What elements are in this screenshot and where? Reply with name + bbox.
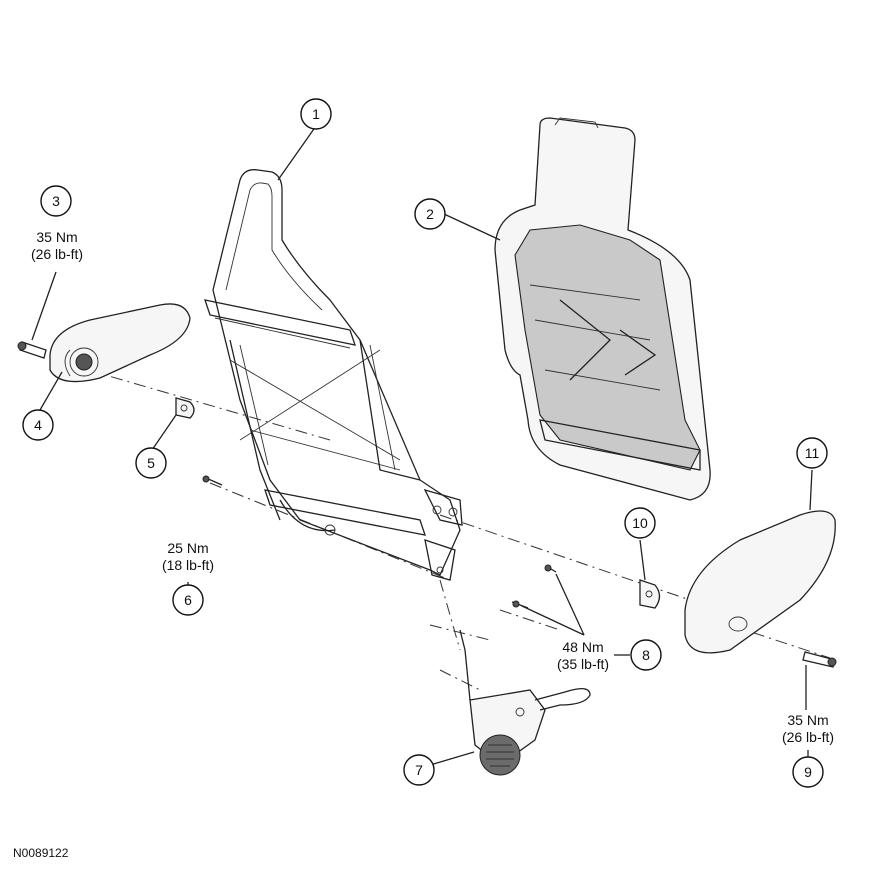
- svg-text:8: 8: [642, 647, 650, 663]
- callout-2: 2: [414, 198, 446, 230]
- callout-8: 8: [630, 639, 662, 671]
- svg-text:5: 5: [147, 455, 155, 471]
- callout-11: 11: [796, 437, 828, 469]
- recliner-bolts: [511, 564, 557, 609]
- torque-label-9: 35 Nm (26 lb-ft): [768, 712, 848, 746]
- left-bolt: [17, 341, 47, 359]
- torque-lbft: (26 lb-ft): [781, 729, 835, 745]
- seat-back-cover: [494, 117, 711, 501]
- callout-7: 7: [403, 754, 435, 786]
- figure-id: N0089122: [13, 846, 69, 860]
- left-spacer: [175, 397, 195, 419]
- callout-6: 6: [172, 584, 204, 616]
- svg-text:3: 3: [52, 193, 60, 209]
- callout-4: 4: [22, 409, 54, 441]
- frame-bolt: [202, 475, 223, 486]
- svg-text:1: 1: [312, 106, 320, 122]
- seat-back-frame: [204, 169, 463, 581]
- left-recliner-cover: [49, 303, 191, 383]
- callout-3: 3: [40, 185, 72, 217]
- torque-lbft: (35 lb-ft): [556, 656, 610, 672]
- svg-text:2: 2: [426, 206, 434, 222]
- svg-text:9: 9: [804, 764, 812, 780]
- right-bolt: [802, 651, 837, 668]
- callout-1: 1: [300, 98, 332, 130]
- svg-text:11: 11: [805, 445, 820, 461]
- svg-text:7: 7: [415, 762, 423, 778]
- svg-text:6: 6: [184, 592, 192, 608]
- right-spacer: [639, 579, 661, 609]
- torque-label-6: 25 Nm (18 lb-ft): [148, 540, 228, 574]
- right-recliner-cover: [684, 510, 836, 654]
- torque-nm: 35 Nm: [787, 712, 829, 728]
- callout-9: 9: [792, 756, 824, 788]
- torque-label-3: 35 Nm (26 lb-ft): [22, 229, 92, 263]
- torque-label-8: 48 Nm (35 lb-ft): [543, 639, 623, 673]
- torque-lbft: (26 lb-ft): [30, 246, 84, 262]
- torque-lbft: (18 lb-ft): [161, 557, 215, 573]
- torque-nm: 25 Nm: [167, 540, 209, 556]
- recliner-mechanism: [459, 629, 591, 776]
- torque-nm: 35 Nm: [36, 229, 78, 245]
- svg-text:10: 10: [632, 515, 648, 531]
- callout-5: 5: [135, 447, 167, 479]
- callout-10: 10: [624, 507, 656, 539]
- torque-nm: 48 Nm: [562, 639, 604, 655]
- svg-text:4: 4: [34, 417, 42, 433]
